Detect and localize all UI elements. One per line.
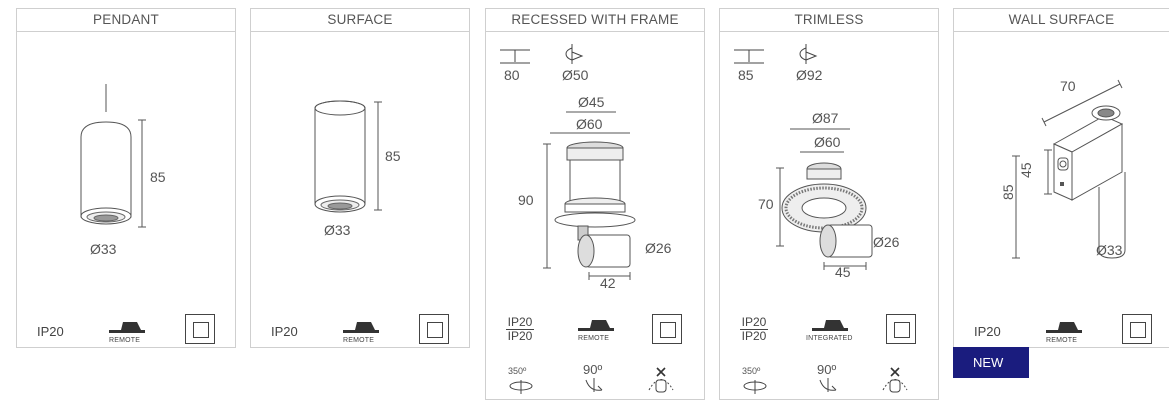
pendant-drawing: [80, 84, 146, 228]
new-badge: NEW: [953, 347, 1029, 378]
height-dimension: 85: [385, 148, 401, 164]
driver-icon: [343, 322, 379, 333]
inner-diameter-dimension: Ø45: [578, 94, 605, 110]
product-card-wall-surface[interactable]: WALL SURFACE 70 45 85 Ø33 IP20: [953, 8, 1169, 348]
rotation-value: 350º: [508, 366, 527, 376]
ip-rating-bottom: IP20: [507, 329, 533, 343]
card-title: WALL SURFACE: [954, 9, 1169, 32]
driver-label: REMOTE: [343, 337, 375, 344]
plate-dimension: 45: [1018, 162, 1034, 178]
width-dimension: 45: [835, 264, 851, 280]
recess-depth-value: 85: [738, 67, 754, 83]
driver-label: REMOTE: [578, 335, 610, 342]
width-dimension: 42: [600, 275, 616, 291]
height-dimension: 90: [518, 192, 534, 208]
recess-depth-value: 80: [504, 67, 520, 83]
ip-rating-stack: IP20 IP20: [740, 315, 768, 343]
square-trim-icon: [1122, 314, 1152, 344]
ip-rating-top: IP20: [507, 315, 533, 329]
tilt-value: 90º: [817, 362, 837, 377]
ip-rating: IP20: [271, 324, 298, 339]
recess-depth-icon: [734, 49, 764, 64]
product-card-recessed-with-frame[interactable]: RECESSED WITH FRAME 80 Ø50 Ø45 Ø60: [485, 8, 705, 400]
head-diameter-dimension: Ø26: [873, 234, 900, 250]
card-body: 85 Ø33 IP20 REMOTE: [251, 32, 469, 347]
card-body: 70 45 85 Ø33 IP20 REMOTE: [954, 32, 1169, 347]
driver-icon: [578, 320, 614, 331]
driver-icon: [109, 322, 145, 333]
ip-rating-bottom: IP20: [741, 329, 767, 343]
wall-surface-drawing: [1012, 79, 1126, 259]
ip-divider: [506, 329, 534, 330]
driver-label: INTEGRATED: [806, 335, 853, 342]
card-title: PENDANT: [17, 9, 235, 32]
ip-rating: IP20: [974, 324, 1001, 339]
diameter-dimension: Ø33: [90, 241, 117, 257]
anti-glare-icon: [648, 367, 674, 393]
ip-rating-top: IP20: [741, 315, 767, 329]
square-trim-icon: [185, 314, 215, 344]
cutout-icon: [565, 44, 584, 64]
ip-rating-stack: IP20 IP20: [506, 315, 534, 343]
product-card-pendant[interactable]: PENDANT 85 Ø33 IP20 REMOTE: [16, 8, 236, 348]
product-card-surface[interactable]: SURFACE 85 Ø33 IP20 REMOTE: [250, 8, 470, 348]
height-dimension: 85: [150, 169, 166, 185]
rotation-icon: [743, 380, 767, 394]
ip-divider: [740, 329, 768, 330]
inner-diameter-dimension: Ø60: [814, 134, 841, 150]
driver-icon: [812, 320, 848, 331]
head-diameter-dimension: Ø26: [645, 240, 672, 256]
cutout-icon: [799, 44, 818, 64]
driver-label: REMOTE: [109, 337, 141, 344]
square-trim-icon: [886, 314, 916, 344]
card-title: TRIMLESS: [720, 9, 938, 32]
tilt-value: 90º: [583, 362, 603, 377]
tilt-icon: [819, 378, 837, 392]
diameter-dimension: Ø33: [324, 222, 351, 238]
diameter-dimension: Ø33: [1096, 242, 1123, 258]
recess-depth-icon: [500, 49, 530, 64]
surface-drawing: [314, 100, 382, 213]
ip-rating: IP20: [37, 324, 64, 339]
driver-icon: [1046, 322, 1082, 333]
outer-diameter-dimension: Ø60: [576, 116, 603, 132]
card-title: RECESSED WITH FRAME: [486, 9, 704, 32]
card-body: 85 Ø33 IP20 REMOTE: [17, 32, 235, 347]
recessed-frame-drawing: [543, 111, 636, 280]
rotation-value: 350º: [742, 366, 761, 376]
card-body: 85 Ø92 Ø87 Ø60 70 Ø26 45 IP20: [720, 32, 938, 399]
card-title: SURFACE: [251, 9, 469, 32]
trimless-drawing: [776, 128, 873, 270]
height-dimension: 70: [758, 196, 774, 212]
width-dimension: 70: [1060, 78, 1076, 94]
cutout-value: Ø50: [562, 67, 589, 83]
square-trim-icon: [419, 314, 449, 344]
driver-label: REMOTE: [1046, 337, 1078, 344]
tilt-icon: [585, 378, 603, 392]
rotation-icon: [509, 380, 533, 394]
height-dimension: 85: [1000, 184, 1016, 200]
square-trim-icon: [652, 314, 682, 344]
anti-glare-icon: [882, 367, 908, 393]
product-card-trimless[interactable]: TRIMLESS 85 Ø92 Ø87 Ø60: [719, 8, 939, 400]
card-body: 80 Ø50 Ø45 Ø60 90 Ø26 42: [486, 32, 704, 399]
outer-diameter-dimension: Ø87: [812, 110, 839, 126]
cutout-value: Ø92: [796, 67, 823, 83]
